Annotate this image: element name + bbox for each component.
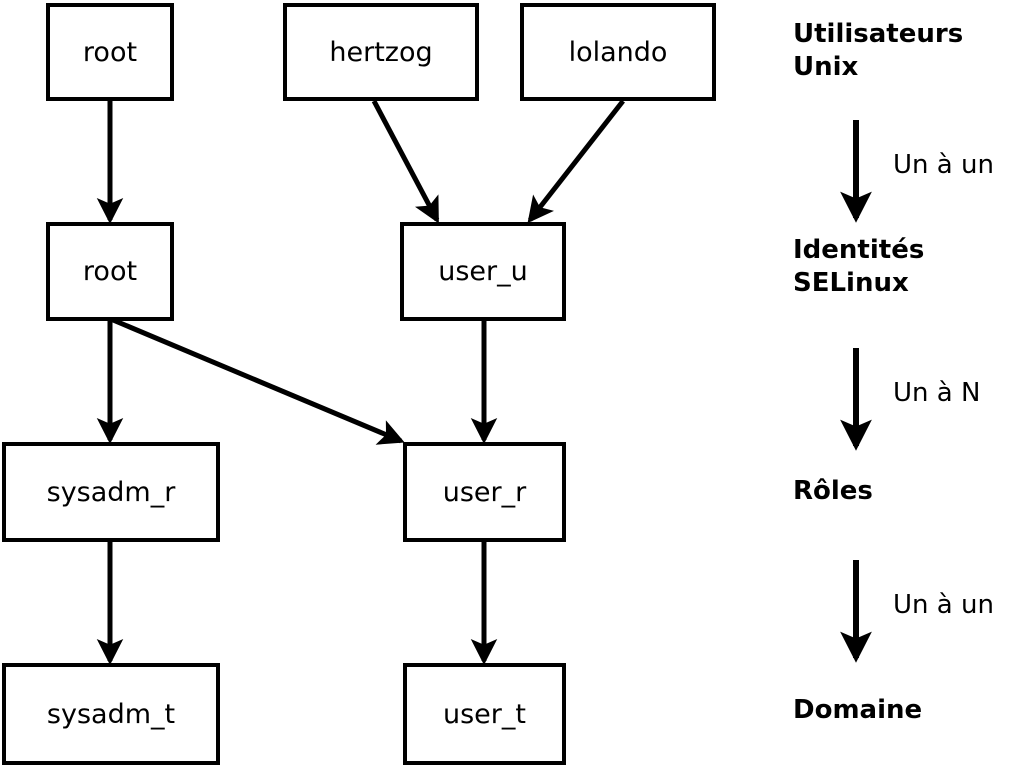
edge-id-root-to-user-r — [112, 317, 405, 445]
node-unix-root[interactable]: root — [46, 3, 174, 101]
relation-identity-to-role-label: Un à N — [893, 378, 981, 408]
node-label: root — [82, 256, 138, 287]
node-id-root[interactable]: root — [46, 222, 174, 321]
node-unix-hertzog[interactable]: hertzog — [283, 3, 479, 101]
relation-unix-to-identity-label: Un à un — [893, 150, 994, 180]
node-label: hertzog — [329, 36, 433, 68]
edge-hertzog-to-user-u — [371, 99, 440, 224]
node-id-user-u[interactable]: user_u — [400, 222, 566, 321]
stage-unix-users-label: Utilisateurs Unix — [793, 19, 964, 82]
node-label: user_t — [443, 698, 526, 730]
stage-domaine-label: Domaine — [793, 695, 923, 725]
node-label: sysadm_t — [46, 698, 176, 730]
stage-roles-label: Rôles — [793, 476, 873, 506]
node-label: sysadm_r — [46, 476, 176, 508]
node-role-sysadm[interactable]: sysadm_r — [2, 442, 220, 542]
node-label: user_r — [442, 476, 527, 508]
relation-role-to-domain-label: Un à un — [893, 590, 994, 620]
edge-lolando-to-user-u — [527, 99, 625, 224]
node-label: root — [82, 36, 138, 68]
node-label: user_u — [438, 256, 528, 287]
stage-selinux-identities-label: Identités SELinux — [793, 235, 925, 298]
node-label: lolando — [568, 36, 668, 68]
diagram-edges — [96, 99, 625, 665]
node-dom-user[interactable]: user_t — [403, 663, 566, 765]
node-dom-sysadm[interactable]: sysadm_t — [2, 663, 220, 765]
node-role-user[interactable]: user_r — [403, 442, 566, 542]
node-unix-lolando[interactable]: lolando — [520, 3, 716, 101]
